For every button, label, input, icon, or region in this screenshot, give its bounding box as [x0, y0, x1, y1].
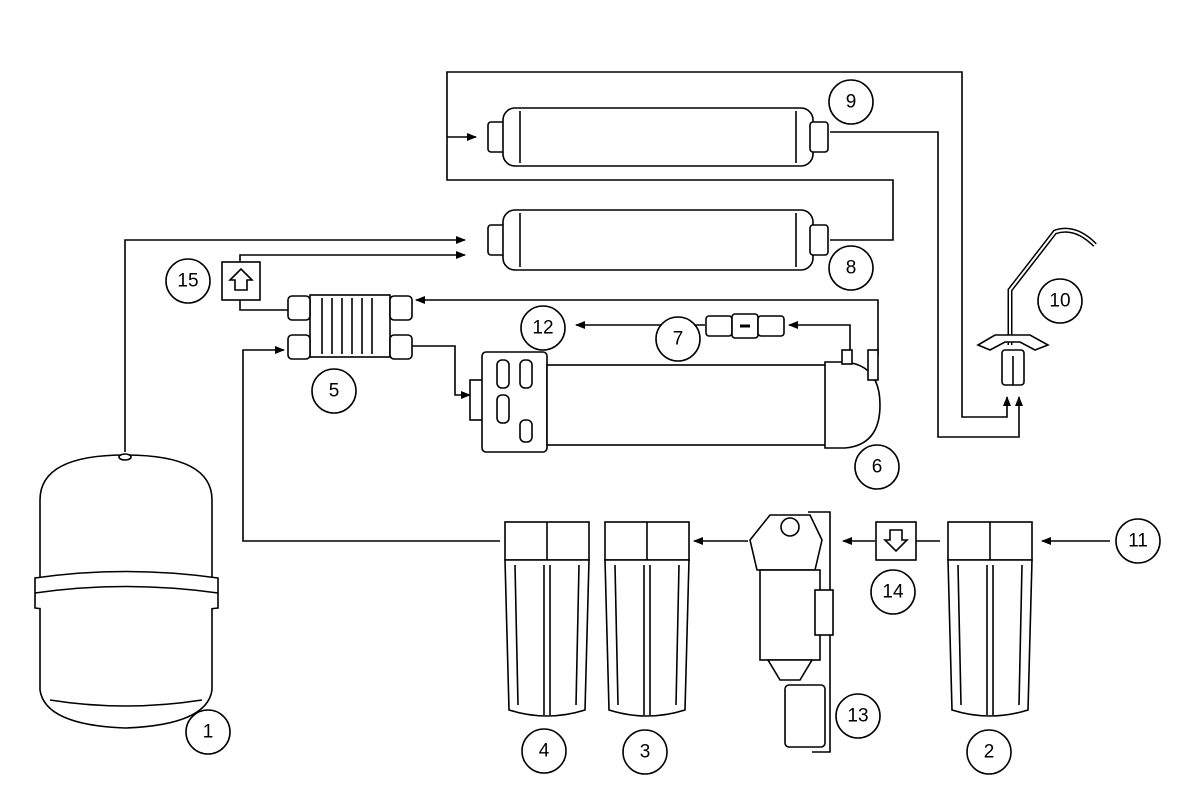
faucet-10: [976, 227, 1097, 386]
valve-14: [875, 521, 917, 561]
filter-housing-4: [504, 521, 590, 717]
callout-5: 5: [311, 368, 357, 414]
label-1: 1: [203, 722, 214, 743]
label-15: 15: [177, 271, 198, 292]
callout-11: 11: [1115, 518, 1161, 564]
inline-filter-8: [487, 209, 829, 271]
filter-housing-3: [604, 521, 690, 717]
callout-4: 4: [521, 728, 567, 774]
callouts: 1 2 3 4 5 6 7 8 9 10 11 12 13 14 15: [165, 79, 1161, 775]
storage-tank: [34, 453, 219, 729]
regulator-13: [749, 511, 834, 753]
callout-7: 7: [655, 316, 701, 362]
flow-restrictor-7: [705, 313, 785, 339]
label-8: 8: [846, 258, 857, 279]
label-6: 6: [872, 457, 883, 478]
callout-15: 15: [165, 258, 211, 304]
callout-10: 10: [1037, 278, 1083, 324]
pipes: [124, 71, 1110, 545]
label-11: 11: [1128, 531, 1148, 552]
label-9: 9: [846, 92, 857, 113]
pump-5: [287, 294, 413, 360]
label-14: 14: [882, 582, 904, 603]
callout-1: 1: [185, 709, 231, 755]
callout-14: 14: [870, 569, 916, 615]
membrane-6: [469, 349, 881, 453]
label-3: 3: [640, 742, 651, 763]
inline-filter-9: [487, 107, 829, 167]
filter-housing-2: [947, 521, 1033, 717]
callout-13: 13: [835, 693, 881, 739]
callout-3: 3: [622, 729, 668, 775]
callout-9: 9: [828, 79, 874, 125]
callout-12: 12: [520, 305, 566, 351]
label-12: 12: [532, 318, 553, 339]
valve-15: [221, 261, 261, 301]
callout-2: 2: [966, 729, 1012, 775]
label-4: 4: [539, 741, 550, 762]
label-5: 5: [329, 381, 340, 402]
label-13: 13: [847, 706, 868, 727]
label-7: 7: [673, 329, 684, 350]
label-10: 10: [1049, 291, 1070, 312]
label-2: 2: [984, 742, 995, 763]
callout-6: 6: [854, 444, 900, 490]
callout-8: 8: [828, 245, 874, 291]
